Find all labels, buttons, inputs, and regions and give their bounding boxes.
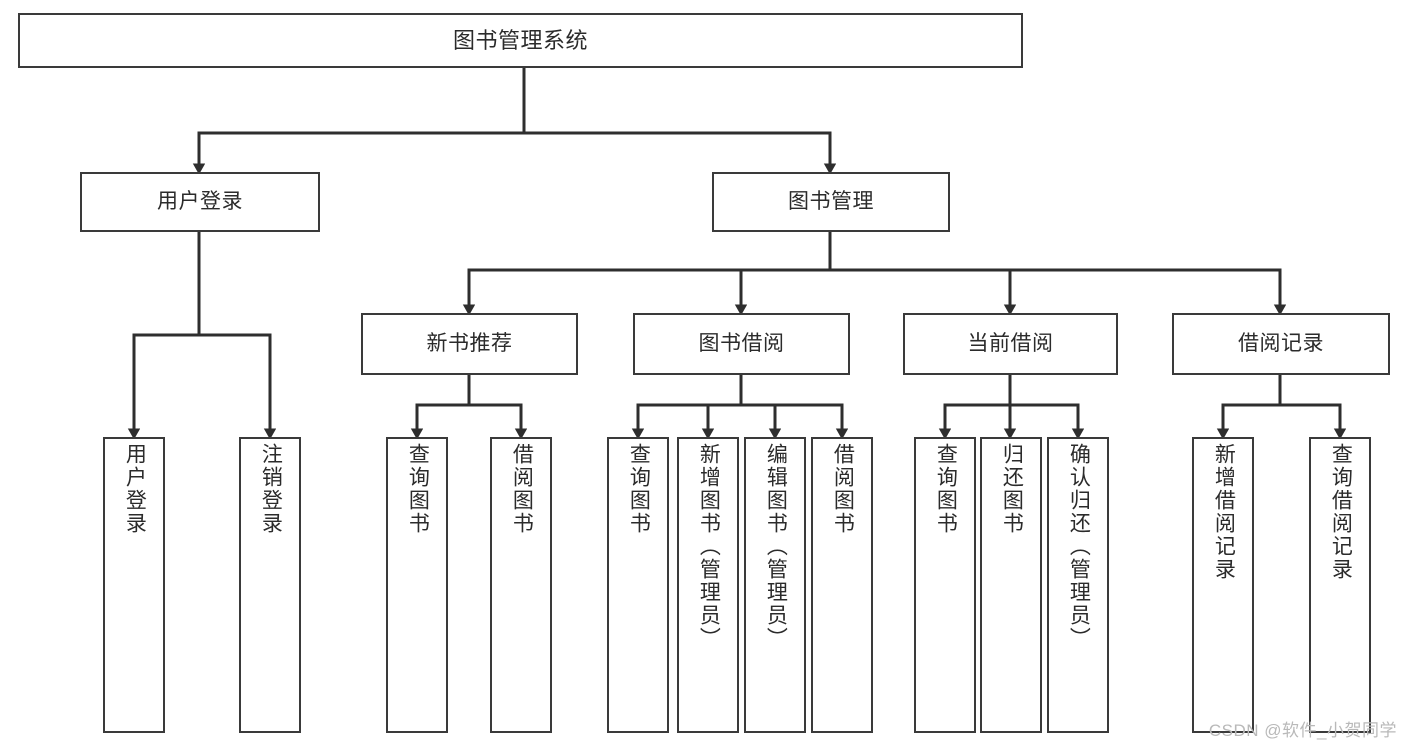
node-label: 归还图书 xyxy=(1000,443,1024,535)
node-new-book-recommend[interactable]: 新书推荐 xyxy=(361,313,578,375)
node-book-management[interactable]: 图书管理 xyxy=(712,172,950,232)
node-book-borrow[interactable]: 图书借阅 xyxy=(633,313,850,375)
leaf-user-login-logout[interactable]: 注销登录 xyxy=(239,437,301,733)
node-label: 编辑图书（管理员） xyxy=(764,443,788,650)
leaf-current-query-book[interactable]: 查询图书 xyxy=(914,437,976,733)
node-borrow-record[interactable]: 借阅记录 xyxy=(1172,313,1390,375)
node-label: 当前借阅 xyxy=(967,331,1054,355)
node-label: 用户登录 xyxy=(123,443,147,535)
leaf-record-add-record[interactable]: 新增借阅记录 xyxy=(1192,437,1254,733)
node-label: 查询图书 xyxy=(406,443,430,535)
leaf-borrow-borrow-book[interactable]: 借阅图书 xyxy=(811,437,873,733)
leaf-record-query-record[interactable]: 查询借阅记录 xyxy=(1309,437,1371,733)
leaf-current-return-book[interactable]: 归还图书 xyxy=(980,437,1042,733)
node-label: 用户登录 xyxy=(157,189,243,213)
leaf-user-login-login[interactable]: 用户登录 xyxy=(103,437,165,733)
node-label: 新增借阅记录 xyxy=(1212,443,1236,581)
node-label: 图书借阅 xyxy=(698,331,785,355)
node-label: 图书管理系统 xyxy=(452,27,588,53)
node-label: 借阅图书 xyxy=(831,443,855,535)
node-label: 图书管理 xyxy=(788,189,874,213)
node-label: 新增图书（管理员） xyxy=(697,443,721,650)
node-label: 借阅图书 xyxy=(510,443,534,535)
node-label: 查询图书 xyxy=(627,443,651,535)
node-root-system[interactable]: 图书管理系统 xyxy=(18,13,1023,68)
leaf-borrow-edit-book[interactable]: 编辑图书（管理员） xyxy=(744,437,806,733)
node-label: 注销登录 xyxy=(259,443,283,535)
node-current-borrow[interactable]: 当前借阅 xyxy=(903,313,1118,375)
node-label: 确认归还（管理员） xyxy=(1067,443,1091,650)
node-label: 新书推荐 xyxy=(426,331,513,355)
leaf-recommend-query-book[interactable]: 查询图书 xyxy=(386,437,448,733)
leaf-borrow-add-book[interactable]: 新增图书（管理员） xyxy=(677,437,739,733)
node-label: 查询图书 xyxy=(934,443,958,535)
node-user-login[interactable]: 用户登录 xyxy=(80,172,320,232)
leaf-recommend-borrow-book[interactable]: 借阅图书 xyxy=(490,437,552,733)
leaf-borrow-query-book[interactable]: 查询图书 xyxy=(607,437,669,733)
node-label: 借阅记录 xyxy=(1238,331,1324,355)
leaf-current-confirm-return[interactable]: 确认归还（管理员） xyxy=(1047,437,1109,733)
node-label: 查询借阅记录 xyxy=(1329,443,1353,581)
